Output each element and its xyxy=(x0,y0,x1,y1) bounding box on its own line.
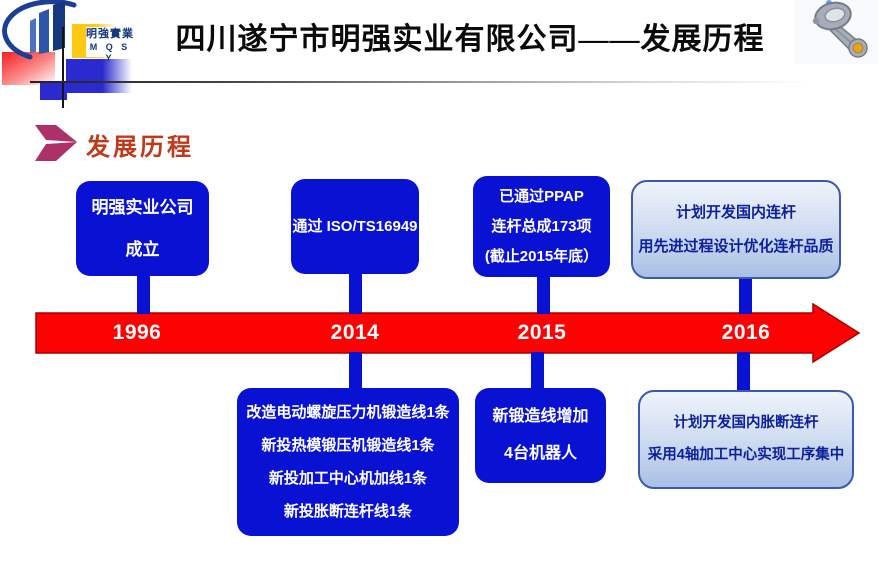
logo-name-cn: 明強實業 xyxy=(86,28,134,40)
header-divider-line xyxy=(30,81,812,83)
milestone-line: 改造电动螺旋压力机锻造线1条 xyxy=(246,403,450,421)
year-label-1996: 1996 xyxy=(112,321,162,344)
year-label-2016: 2016 xyxy=(721,321,771,344)
stem-2014-below xyxy=(349,352,362,390)
year-label-2015: 2015 xyxy=(517,321,567,344)
section-title: 发展历程 xyxy=(86,135,194,161)
milestone-line: 新投热模锻压机锻造线1条 xyxy=(261,436,435,454)
milestone-line: (截止2015年底） xyxy=(484,248,599,266)
milestone-line: 计划开发国内胀断连杆 xyxy=(673,415,819,432)
year-label-2014: 2014 xyxy=(330,321,380,344)
milestone-line: 新锻造线增加 xyxy=(492,407,589,425)
milestone-box-2014-above: 通过 ISO/TS16949 xyxy=(291,179,419,274)
milestone-box-2016-above: 计划开发国内连杆 用先进过程设计优化连杆品质 xyxy=(631,180,841,279)
milestone-line: 计划开发国内连杆 xyxy=(675,203,796,221)
milestone-box-2015-above: 已通过PPAP 连杆总成173项 (截止2015年底） xyxy=(473,176,610,277)
milestone-line: 用先进过程设计优化连杆品质 xyxy=(638,238,834,255)
deco-vertical-line xyxy=(62,27,64,108)
company-logo-text: 明強實業 M Q S Y xyxy=(86,27,134,63)
deco-blue-rect xyxy=(66,59,132,93)
stem-2015-below xyxy=(531,352,544,390)
milestone-line: 新投加工中心机加线1条 xyxy=(268,470,428,487)
logo-name-en: M Q S Y xyxy=(89,42,131,63)
company-logo-icon xyxy=(2,0,77,60)
milestone-box-2014-below: 改造电动螺旋压力机锻造线1条 新投热模锻压机锻造线1条 新投加工中心机加线1条 … xyxy=(237,388,459,536)
milestone-box-2016-below: 计划开发国内胀断连杆 采用4轴加工中心实现工序集中 xyxy=(638,390,854,489)
milestone-line: 通过 ISO/TS16949 xyxy=(292,217,418,235)
milestone-box-1996-above: 明强实业公司 成立 xyxy=(76,181,209,276)
deco-blue-small-rect xyxy=(40,83,67,100)
milestone-line: 已通过PPAP xyxy=(499,187,584,205)
stem-1996-above xyxy=(137,274,150,314)
milestone-line: 4台机器人 xyxy=(504,445,577,462)
timeline-arrow xyxy=(35,302,861,364)
slide-title: 四川遂宁市明强实业有限公司——发展历程 xyxy=(175,23,765,56)
stem-2016-below xyxy=(737,352,750,392)
milestone-line: 明强实业公司 xyxy=(91,197,194,217)
stem-2016-above xyxy=(739,273,752,314)
stem-2015-above xyxy=(537,275,550,314)
chevron-arrow-icon xyxy=(35,125,77,161)
milestone-line: 新投胀断连杆线1条 xyxy=(283,503,413,521)
milestone-line: 采用4轴加工中心实现工序集中 xyxy=(647,447,845,463)
milestone-box-2015-below: 新锻造线增加 4台机器人 xyxy=(475,388,606,483)
milestone-line: 连杆总成173项 xyxy=(491,217,592,235)
connecting-rod-image xyxy=(794,0,878,64)
milestone-line: 成立 xyxy=(125,239,160,259)
stem-2014-above xyxy=(349,272,362,314)
